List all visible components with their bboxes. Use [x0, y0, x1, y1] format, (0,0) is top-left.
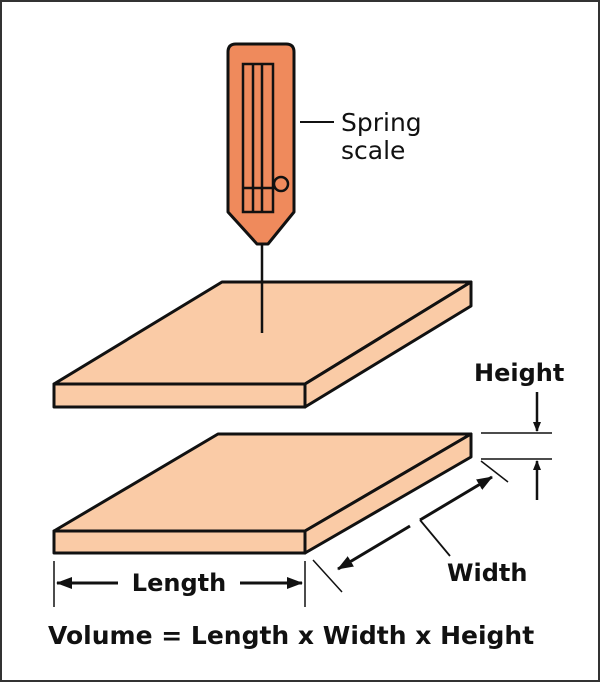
height-dimension: [481, 392, 552, 500]
spring-scale: [226, 42, 296, 333]
spring-scale-label-line1: Spring: [341, 108, 422, 137]
height-label: Height: [474, 359, 564, 387]
volume-formula: Volume = Length x Width x Height: [48, 621, 534, 650]
width-dimension: [312, 460, 509, 593]
length-label: Length: [132, 569, 226, 597]
width-label: Width: [447, 559, 527, 587]
spring-scale-label-line2: scale: [341, 136, 405, 165]
bottom-board: [52, 432, 473, 555]
length-dimension: [53, 561, 306, 607]
